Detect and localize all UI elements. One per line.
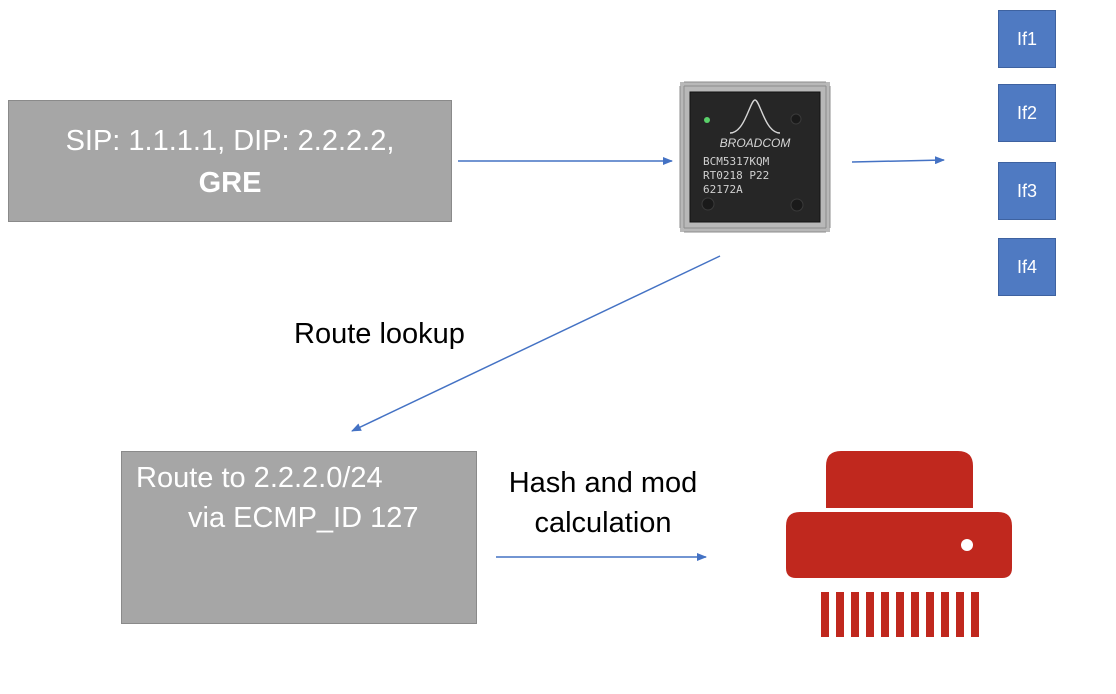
interface-if4: If4 <box>998 238 1056 296</box>
route-line-2: via ECMP_ID 127 <box>188 502 419 534</box>
packet-line-2: GRE <box>198 167 262 199</box>
route-box: Route to 2.2.2.0/24 via ECMP_ID 127 <box>121 451 477 624</box>
route-lookup-label: Route lookup <box>294 318 465 350</box>
arrow-chip-to-interfaces <box>851 156 945 165</box>
arrow-route-lookup <box>351 255 721 432</box>
interface-if2: If2 <box>998 84 1056 142</box>
chip-icon: BROADCOM BCM5317KQM RT0218 P22 62172A <box>679 81 831 233</box>
chip-line-1: BCM5317KQM <box>703 155 770 168</box>
hash-label-line-1: Hash and mod <box>508 467 698 499</box>
chip-line-3: 62172A <box>703 183 743 196</box>
shredder-icon <box>786 451 1012 637</box>
interface-if1: If1 <box>998 10 1056 68</box>
route-line-1: Route to 2.2.2.0/24 <box>136 462 383 494</box>
chip-brand: BROADCOM <box>720 136 791 150</box>
hash-label: Hash and mod calculation <box>493 463 713 543</box>
chip-line-2: RT0218 P22 <box>703 169 769 182</box>
packet-line-1: SIP: 1.1.1.1, DIP: 2.2.2.2, <box>65 125 395 157</box>
hash-label-line-2: calculation <box>534 507 672 539</box>
interface-if3: If3 <box>998 162 1056 220</box>
packet-box: SIP: 1.1.1.1, DIP: 2.2.2.2, GRE <box>8 100 452 222</box>
